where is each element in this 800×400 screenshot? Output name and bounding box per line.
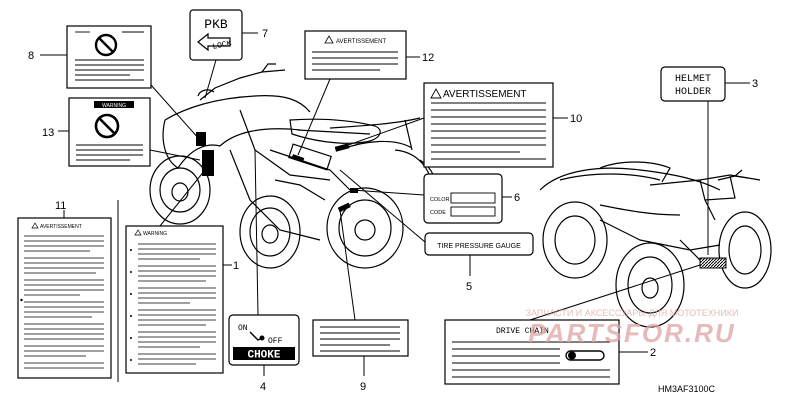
callout-7: 7 <box>262 28 268 40</box>
color-text: COLOR <box>430 197 450 203</box>
on-text: ON <box>238 324 248 333</box>
label-3-helmet-holder: HELMET HOLDER <box>660 66 726 102</box>
off-text: OFF <box>268 337 283 346</box>
label-7-pkb-lock: PKB LOCK <box>189 9 243 61</box>
callout-2: 2 <box>650 347 656 359</box>
decal-mark <box>202 150 214 176</box>
drive-chain-text: DRIVE CHAIN <box>496 327 549 336</box>
avertissement-11-text: AVERTISSEMENT <box>40 224 82 230</box>
watermark-line2: PARTSFOR.RU <box>528 318 735 348</box>
callout-8: 8 <box>28 50 34 62</box>
avertissement-12-text: AVERTISSEMENT <box>336 39 386 45</box>
decal-mark <box>291 154 305 162</box>
diagram-code: HM3AF3100C <box>658 384 716 394</box>
arrow-icon <box>197 32 231 52</box>
label-1-panel: WARNING <box>125 225 224 374</box>
warning-13-text: WARNING <box>102 103 126 109</box>
label-11-panel: AVERTISSEMENT <box>17 217 112 379</box>
atv-left-illustration <box>149 63 437 269</box>
leader-lines <box>40 32 750 376</box>
callout-12: 12 <box>422 52 434 64</box>
callout-5: 5 <box>466 281 472 293</box>
callout-10: 10 <box>570 113 582 125</box>
label-13-panel: WARNING <box>68 97 151 167</box>
prohibited-icon <box>94 113 120 139</box>
callout-4: 4 <box>260 381 266 393</box>
label-6-color-code: COLOR CODE <box>423 173 503 224</box>
watermark-line1: ЗАПЧАСТИ И АКСЕССУАРЫ ДЛЯ МОТОТЕХНИКИ <box>526 308 739 318</box>
holder-text: HOLDER <box>675 87 711 98</box>
label-9-panel <box>312 319 409 357</box>
warning-1-text: WARNING <box>143 231 167 237</box>
decal-mark <box>196 132 206 146</box>
lock-text: LOCK <box>212 39 233 52</box>
callout-9: 9 <box>360 381 366 393</box>
tire-pressure-text: TIRE PRESSURE GAUGE <box>437 243 521 250</box>
decal-mark <box>337 202 351 213</box>
label-10-panel: AVERTISSEMENT <box>423 82 554 168</box>
label-5-tire-pressure: TIRE PRESSURE GAUGE <box>424 232 534 256</box>
watermark: ЗАПЧАСТИ И АКСЕССУАРЫ ДЛЯ МОТОТЕХНИКИ PA… <box>526 308 739 348</box>
callout-3: 3 <box>752 78 758 90</box>
label-12-panel: AVERTISSEMENT <box>304 30 407 80</box>
atv-right-illustration <box>539 161 772 328</box>
pkb-text: PKB <box>204 17 228 32</box>
callout-1: 1 <box>233 260 239 272</box>
prohibited-icon <box>94 33 118 57</box>
callout-11: 11 <box>55 200 66 212</box>
choke-text: CHOKE <box>247 350 280 362</box>
label-8-panel <box>66 25 152 89</box>
helmet-text: HELMET <box>675 74 711 85</box>
callout-numbers: 8 13 7 12 10 6 5 3 11 1 4 9 2 <box>28 28 758 393</box>
label-2-drive-chain: DRIVE CHAIN <box>444 319 620 385</box>
avertissement-10-text: AVERTISSEMENT <box>443 89 527 100</box>
label-4-choke: ON OFF CHOKE <box>228 314 300 366</box>
gauge-icon <box>565 350 605 361</box>
callout-6: 6 <box>514 192 520 204</box>
chain-case <box>699 257 727 269</box>
code-text: CODE <box>430 210 446 216</box>
callout-13: 13 <box>42 127 54 139</box>
